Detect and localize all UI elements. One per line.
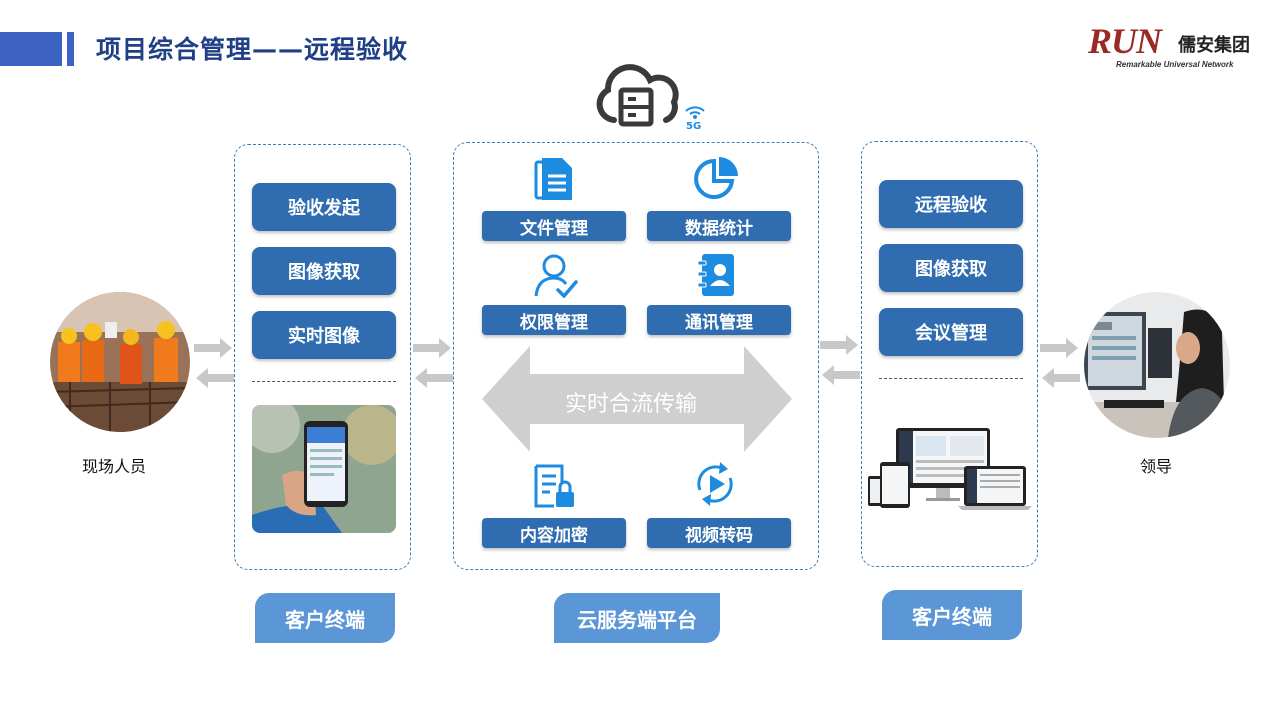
leader-label: 领导 <box>1140 457 1173 476</box>
file-management-button[interactable]: 文件管理 <box>482 211 626 241</box>
realtime-stream-double-arrow <box>482 346 792 452</box>
logo-company-name: 儒安集团 <box>1178 35 1250 56</box>
left-client-footer: 客户终端 <box>255 593 395 643</box>
logo-tagline: Remarkable Universal Network <box>1116 60 1234 69</box>
image-acquire-button-left[interactable]: 图像获取 <box>252 247 396 295</box>
title-accent-bar <box>0 32 62 66</box>
video-transcode-button[interactable]: 视频转码 <box>647 518 791 548</box>
contacts-book-icon <box>694 252 738 298</box>
arrows-left-panel-to-cloud <box>413 338 453 388</box>
permission-management-button[interactable]: 权限管理 <box>482 305 626 335</box>
right-client-panel <box>861 141 1038 567</box>
left-panel-separator <box>252 381 396 382</box>
cloud-server-icon <box>594 60 684 130</box>
encrypted-file-icon <box>532 462 578 510</box>
page-title: 项目综合管理——远程验收 <box>96 35 409 64</box>
image-acquire-button-right[interactable]: 图像获取 <box>879 244 1023 292</box>
meeting-management-button[interactable]: 会议管理 <box>879 308 1023 356</box>
arrows-cloud-to-right-panel <box>820 335 860 385</box>
document-icon <box>532 156 578 204</box>
5g-badge: 5G <box>686 121 702 132</box>
leader-photo <box>1084 292 1230 438</box>
communication-management-button[interactable]: 通讯管理 <box>647 305 791 335</box>
live-image-button[interactable]: 实时图像 <box>252 311 396 359</box>
site-personnel-label: 现场人员 <box>82 457 147 476</box>
arrows-left-to-panel <box>194 338 234 388</box>
multi-device-image <box>868 424 1034 514</box>
initiate-acceptance-button[interactable]: 验收发起 <box>252 183 396 231</box>
left-client-panel <box>234 144 411 570</box>
right-panel-separator <box>879 378 1023 379</box>
title-accent-bar-small <box>67 32 74 66</box>
right-client-footer: 客户终端 <box>882 590 1022 640</box>
content-encryption-button[interactable]: 内容加密 <box>482 518 626 548</box>
phone-in-hand-photo <box>252 405 396 533</box>
logo-run-text: RUN <box>1088 21 1162 61</box>
data-statistics-button[interactable]: 数据统计 <box>647 211 791 241</box>
remote-acceptance-button[interactable]: 远程验收 <box>879 180 1023 228</box>
site-workers-photo <box>50 292 190 432</box>
cloud-platform-footer: 云服务端平台 <box>554 593 720 643</box>
video-transcode-icon <box>692 460 738 508</box>
cloud-platform-panel <box>453 142 819 570</box>
pie-chart-icon <box>694 155 740 201</box>
realtime-stream-label: 实时合流传输 <box>565 392 698 417</box>
wifi-icon <box>683 104 707 120</box>
user-permission-icon <box>532 252 578 299</box>
arrows-right-panel-to-leader <box>1040 338 1080 388</box>
company-logo: RUN 儒安集团 Remarkable Universal Network <box>1088 21 1253 72</box>
